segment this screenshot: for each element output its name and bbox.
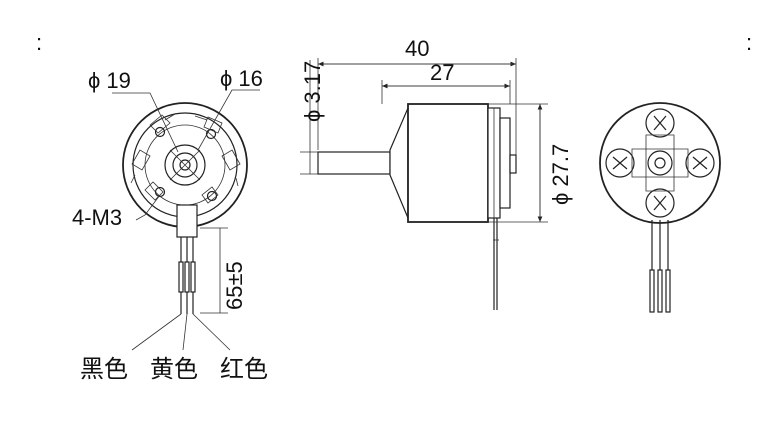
- dim-mount-holes: 4-M3: [72, 205, 122, 230]
- right-margin-mark: :: [746, 30, 752, 55]
- wire-black-label: 黑色: [80, 355, 128, 383]
- dim-shaft-dia: ϕ 3.17: [300, 61, 325, 122]
- dim-lead-length: 65±5: [222, 261, 247, 310]
- dim-body-dia: ϕ 27.7: [548, 144, 573, 205]
- wire-red-label: 红色: [220, 355, 268, 383]
- dim-dia-16: ϕ 16: [220, 66, 263, 91]
- dim-total-length: 40: [405, 36, 429, 61]
- side-view: [300, 58, 548, 310]
- dim-body-length: 27: [430, 60, 454, 85]
- rear-view: [599, 102, 721, 313]
- left-margin-mark: :: [36, 30, 42, 55]
- dim-dia-19: ϕ 19: [88, 68, 131, 93]
- wire-yellow-label: 黄色: [150, 355, 198, 383]
- front-view: [112, 89, 260, 351]
